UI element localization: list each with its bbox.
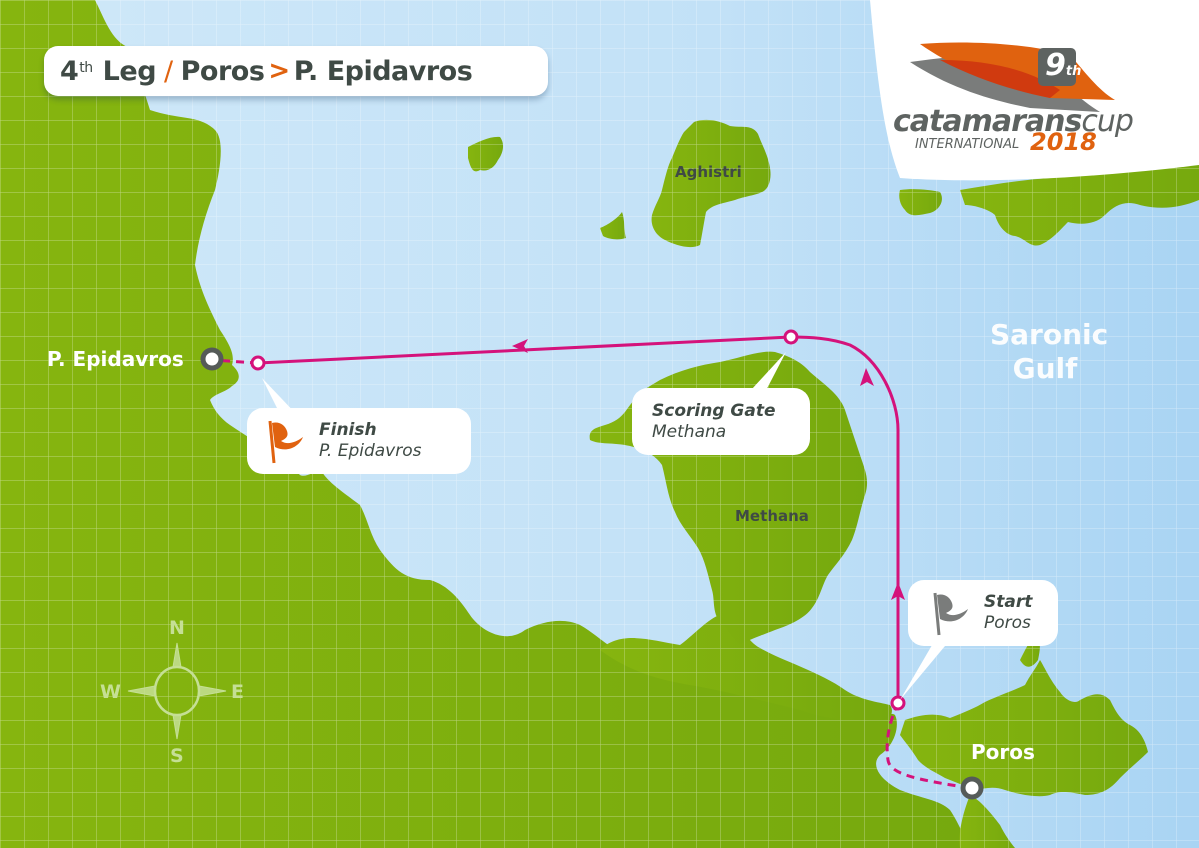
waypoint-markers — [200, 329, 984, 800]
route-segment-start-to-gate — [790, 335, 900, 703]
logo-sail-icon — [910, 42, 1115, 112]
callout-finish: Finish P. Epidavros — [247, 408, 471, 474]
compass-rose-icon — [127, 642, 227, 740]
route-finish-approach — [211, 358, 259, 365]
compass-east: E — [231, 681, 244, 703]
finish-flag-icon — [268, 420, 303, 464]
label-saronic-gulf: Saronic Gulf — [990, 318, 1109, 385]
chevron-right-icon: > — [268, 56, 290, 86]
logo-subtitle: INTERNATIONAL — [915, 137, 1020, 152]
compass-south: S — [170, 745, 184, 767]
start-flag-icon — [933, 592, 968, 636]
route-direction-arrows — [512, 339, 905, 600]
callout-scoring-gate: Scoring Gate Methana — [632, 388, 810, 455]
label-poros: Poros — [971, 740, 1035, 764]
label-aghistri: Aghistri — [675, 163, 742, 181]
callout-start: Start Poros — [908, 580, 1058, 646]
compass-west: W — [100, 681, 121, 703]
label-methana: Methana — [735, 507, 809, 525]
logo-edition: 9th — [1045, 48, 1082, 83]
route-start-departure — [885, 702, 971, 790]
label-epidavros: P. Epidavros — [47, 347, 184, 371]
logo-year: 2018 — [1030, 128, 1097, 156]
compass-north: N — [169, 617, 185, 639]
logo-brand: catamaranscup — [893, 104, 1134, 139]
